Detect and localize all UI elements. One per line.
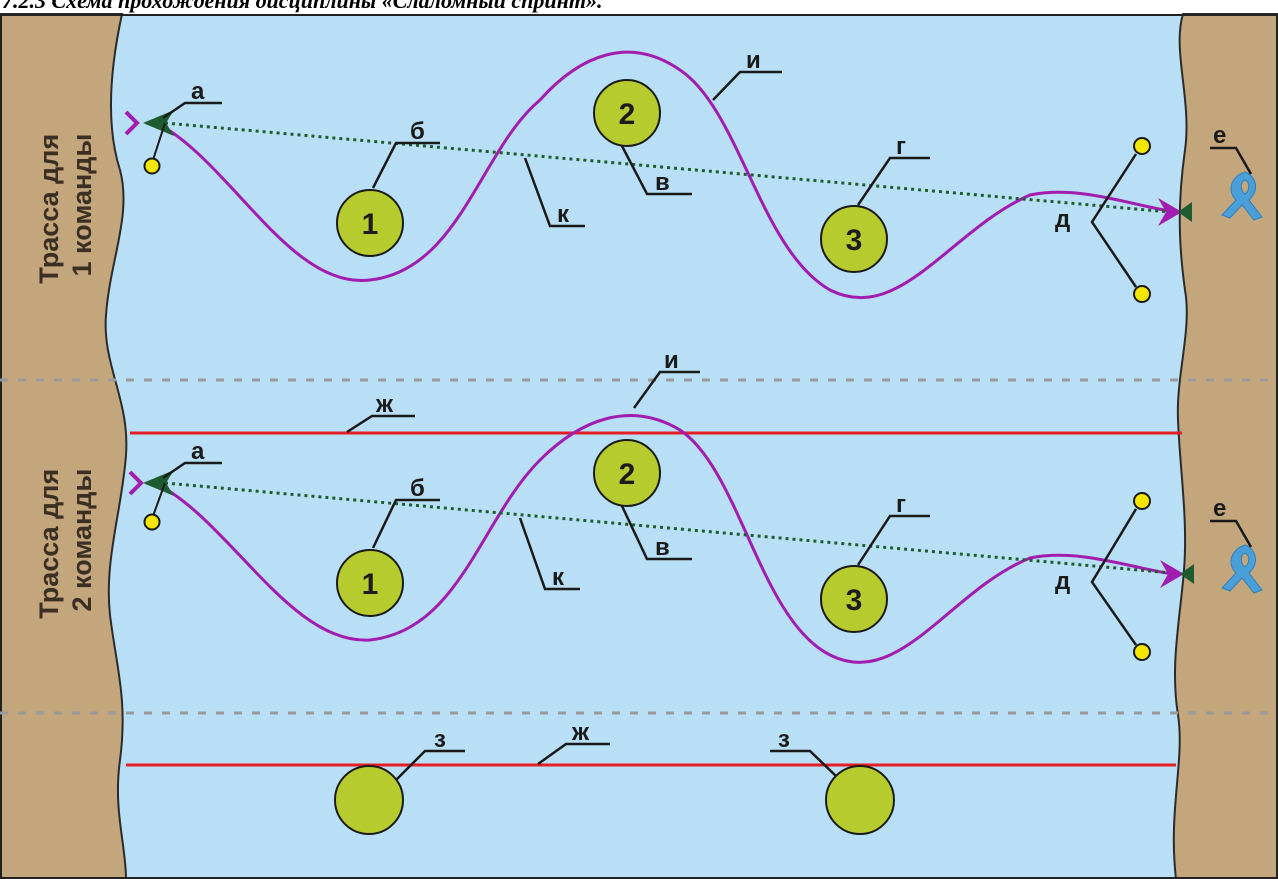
- lane-1-side-label: Трасса для 1 команды: [34, 126, 97, 283]
- lane-1-side-label-line2: 1 команды: [67, 134, 97, 277]
- lane-2-buoy-1: 1: [336, 549, 404, 617]
- lane-2-buoy-2-number: 2: [619, 458, 636, 491]
- lane-2-ribbon-icon: [1221, 544, 1263, 594]
- lane-2-gate-buoy-bottom: [1133, 643, 1151, 661]
- lane-2-label-g: г: [896, 491, 906, 518]
- lane-2-label-i: и: [664, 347, 679, 374]
- lane-2-start-small-buoy: [143, 513, 161, 531]
- lane-1-buoy-3: 3: [820, 205, 888, 273]
- lane-1-ribbon-icon: [1221, 171, 1263, 221]
- lane-1-side-label-line1: Трасса для: [34, 134, 64, 284]
- lane-2-side-label-line2: 2 команды: [67, 469, 97, 612]
- lane-1-buoy-2-number: 2: [619, 98, 636, 131]
- lane-1-label-k: к: [557, 201, 570, 228]
- lane-2-buoy-3: 3: [820, 565, 888, 633]
- lane-1-label-g: г: [896, 133, 906, 160]
- lane-2-label-a: а: [191, 438, 205, 465]
- lane-1-finish-boat-icon: [1178, 202, 1192, 222]
- lane-1-label-b: б: [410, 118, 425, 145]
- lane-1-straight-route: [164, 121, 1171, 214]
- lane-2-side-label-line1: Трасса для: [34, 469, 64, 619]
- bottom-label-z-2: з: [778, 726, 790, 753]
- bottom-label-zh: ж: [571, 719, 590, 746]
- lane-2-buoy-3-number: 3: [846, 584, 863, 617]
- lane-2-label-k: к: [552, 564, 565, 591]
- lane-1-buoy-3-number: 3: [846, 224, 863, 257]
- lane-2-finish-arrow-icon: [1160, 560, 1184, 588]
- lane-1-finish-arrow-icon: [1158, 198, 1182, 226]
- bottom-label-z-1: з: [434, 726, 446, 753]
- lane-1-gate-buoy-bottom: [1133, 285, 1151, 303]
- lane-2-label-e: е: [1213, 495, 1226, 522]
- lane-2-buoy-1-number: 1: [362, 568, 379, 601]
- lane-2-finish-boat-icon: [1180, 564, 1194, 584]
- lane-1-buoy-1-number: 1: [362, 208, 379, 241]
- bottom-buoy-1: [334, 765, 404, 835]
- left-bank: [0, 13, 128, 879]
- lane-1-gate-buoy-top: [1133, 137, 1151, 155]
- lane-1-buoy-1: 1: [336, 189, 404, 257]
- lane-2-label-v: в: [655, 534, 670, 561]
- lane-1-label-d: д: [1055, 206, 1070, 233]
- lane-2-side-label: Трасса для 2 команды: [34, 461, 97, 618]
- lane-2-label-zh: ж: [375, 391, 394, 418]
- figure-caption: 7.2.3 Схема прохождения дисциплины «Слал…: [2, 0, 603, 13]
- lane-2-slalom-route: [154, 414, 1179, 664]
- frame: [0, 14, 1278, 879]
- lane-1-slalom-route: [154, 50, 1176, 299]
- lane-2-gate-buoy-top: [1133, 492, 1151, 510]
- lane-1-label-v: в: [655, 169, 670, 196]
- lane-1-start-arrow-icon: [124, 110, 140, 136]
- lane-2-label-b: б: [410, 475, 425, 502]
- lane-1-start-small-buoy: [143, 157, 161, 175]
- bottom-buoy-2: [825, 765, 895, 835]
- lane-2-start-arrow-icon: [128, 470, 144, 496]
- lane-1-label-e: е: [1213, 122, 1226, 149]
- lane-1-label-i: и: [746, 47, 761, 74]
- lane-2-straight-route: [164, 481, 1173, 575]
- lane-1-buoy-2: 2: [593, 79, 661, 147]
- lane-2-label-d: д: [1055, 568, 1070, 595]
- lane-1-label-a: а: [191, 78, 205, 105]
- lane-2-buoy-2: 2: [593, 439, 661, 507]
- lane-2: ж д 1 2 3 а: [128, 347, 1263, 664]
- bottom-lane: ж з з: [126, 719, 1176, 835]
- lane-1: д 1 2 3 а б в г и к е: [124, 47, 1263, 303]
